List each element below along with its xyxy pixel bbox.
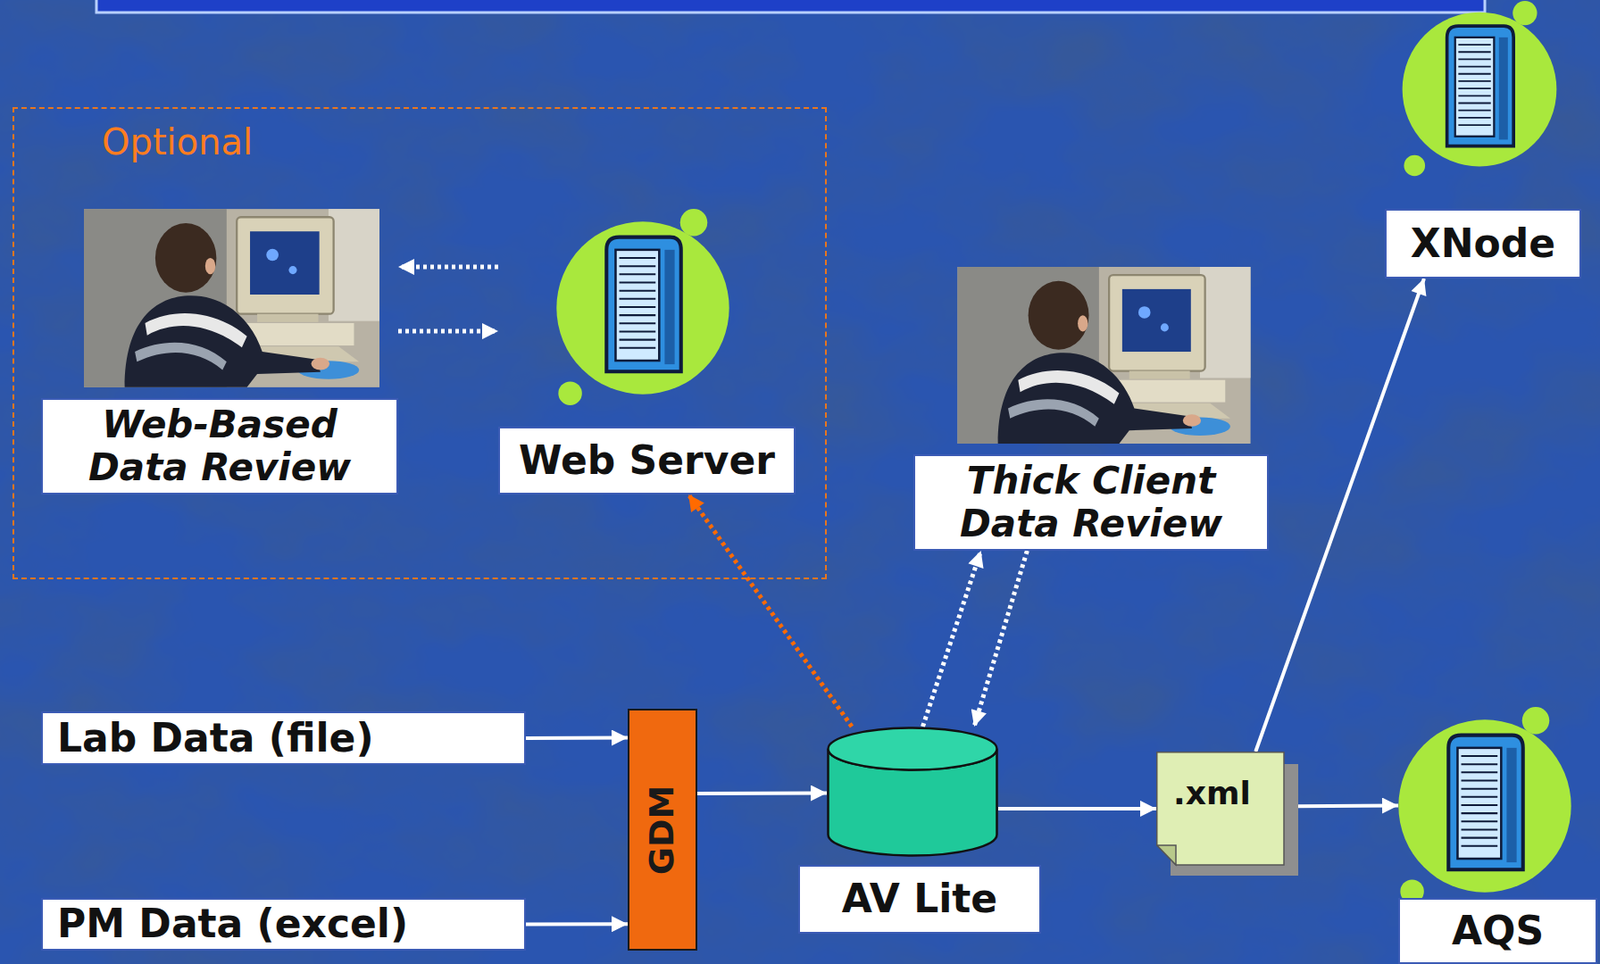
user-photo <box>957 266 1250 444</box>
database-cylinder <box>826 726 999 858</box>
file-node: .xml <box>1156 751 1299 876</box>
flow-arrow <box>697 791 827 796</box>
node-label: Web-Based Data Review <box>51 403 388 491</box>
label-box: XNode <box>1384 208 1582 279</box>
node-label: Optional <box>101 121 253 163</box>
label-box: Thick Client Data Review <box>913 454 1269 551</box>
server-icon <box>556 208 729 406</box>
review-client: Thick Client Data Review <box>913 266 1269 551</box>
document-icon <box>1156 751 1299 876</box>
node-label: AQS <box>1451 908 1544 955</box>
node-label: Thick Client Data Review <box>924 459 1259 547</box>
flow-arrow <box>1255 278 1425 752</box>
flow-arrow <box>525 736 628 742</box>
node-label: PM Data (excel) <box>57 901 409 948</box>
label-box: Web Server <box>498 426 796 495</box>
server-node: XNode <box>1384 0 1582 279</box>
label-box: Web-Based Data Review <box>41 398 399 495</box>
flow-arrow <box>525 922 628 926</box>
server-node: AQS <box>1398 695 1598 964</box>
title-bar <box>96 0 1485 13</box>
node-label: AV Lite <box>841 876 998 923</box>
dotted-arrow <box>974 550 1027 727</box>
loader-bar: GDM <box>627 708 698 951</box>
node-label: XNode <box>1410 221 1556 267</box>
dotted-arrow <box>398 329 499 334</box>
dotted-arrow <box>923 550 982 727</box>
review-client: Web-Based Data Review <box>41 208 399 495</box>
node-label: .xml <box>1173 775 1251 812</box>
input-box: Lab Data (file) <box>41 711 526 766</box>
node-label: GDM <box>642 784 683 875</box>
server-icon <box>1398 707 1571 904</box>
label-box: AV Lite <box>798 865 1042 934</box>
dotted-arrow <box>398 265 499 270</box>
node-label: Web Server <box>518 438 775 484</box>
database-node: AV Lite <box>826 726 999 858</box>
user-photo <box>83 208 380 388</box>
flow-arrow <box>998 807 1157 811</box>
dotted-arrow <box>688 494 852 727</box>
server-node: Web Server <box>498 211 796 495</box>
label-box: AQS <box>1398 898 1598 964</box>
server-icon <box>1402 0 1558 176</box>
flow-arrow <box>1298 803 1399 809</box>
node-label: Lab Data (file) <box>57 716 375 762</box>
optional-region: OptionalWeb-Based Data Review Web Server <box>12 107 827 580</box>
input-box: PM Data (excel) <box>41 898 526 951</box>
